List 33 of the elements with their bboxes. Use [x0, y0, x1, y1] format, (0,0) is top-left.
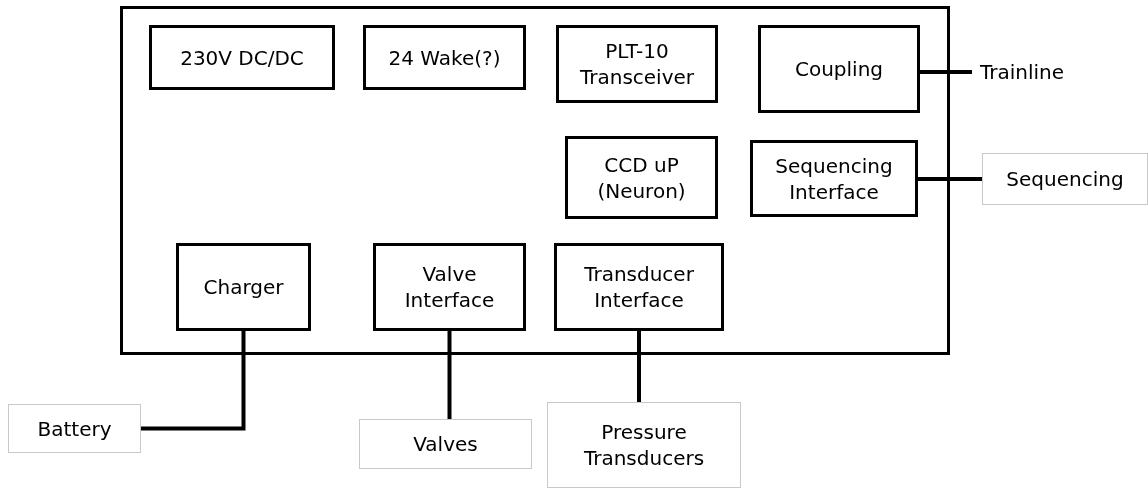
block-label: Valve Interface	[403, 261, 496, 313]
block-label: Battery	[37, 415, 112, 442]
enclosure-box	[120, 6, 950, 355]
connection-line	[918, 177, 982, 181]
connection-line	[920, 70, 972, 74]
block-box	[373, 243, 526, 331]
block-label: CCD uP (Neuron)	[596, 151, 687, 204]
block-label: Sequencing Interface	[774, 152, 894, 205]
connection-line	[637, 331, 641, 402]
block-label: Transducer Interface	[583, 261, 695, 313]
connection-line	[141, 331, 246, 431]
block-label: 230V DC/DC	[180, 44, 304, 71]
connection-line	[447, 331, 452, 419]
block-label: Pressure Transducers	[582, 419, 706, 471]
block-box	[8, 404, 141, 453]
block-box	[359, 419, 532, 469]
block-box	[982, 153, 1148, 205]
block-label: PLT-10 Transceiver	[578, 38, 696, 90]
block-label: Valves	[413, 431, 478, 457]
block-label: Coupling	[794, 56, 884, 82]
block-label: Sequencing	[1006, 166, 1124, 192]
block-box	[565, 136, 718, 219]
block-box	[750, 140, 918, 217]
block-label: Charger	[203, 274, 284, 300]
block-box	[363, 25, 526, 90]
block-box	[176, 243, 311, 331]
block-box	[149, 25, 335, 90]
block-label: Trainline	[979, 59, 1065, 85]
block-box	[554, 243, 724, 331]
block-box	[547, 402, 741, 488]
block-box	[758, 25, 920, 113]
block-box	[556, 25, 718, 103]
block-label: 24 Wake(?)	[388, 44, 501, 71]
